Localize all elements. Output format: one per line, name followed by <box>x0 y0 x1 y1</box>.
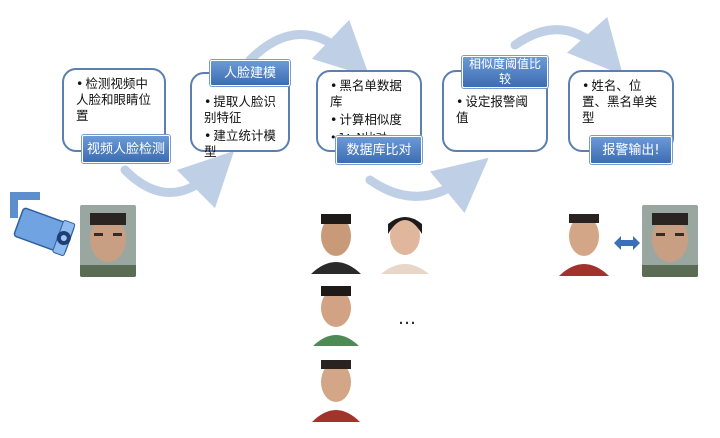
step-2-tab: 人脸建模 <box>210 60 290 86</box>
blacklist-face-4 <box>309 352 363 422</box>
step-3-bullet-2: 计算相似度 <box>330 112 412 128</box>
face-detected-image <box>80 205 136 277</box>
camera-icon <box>10 192 76 256</box>
arrow-4-to-5 <box>510 16 623 76</box>
step-2-bullet-2: 建立统计模型 <box>204 128 280 160</box>
step-1-card: 检测视频中人脸和眼睛位置 <box>62 68 166 152</box>
matched-face-image <box>556 206 612 276</box>
more-faces-ellipsis: … <box>398 308 418 329</box>
step-2-bullet-1: 提取人脸识别特征 <box>204 94 280 126</box>
arrow-3-to-4 <box>365 157 489 214</box>
step-3-bullet-1: 黑名单数据库 <box>330 78 412 110</box>
blacklist-face-3 <box>309 280 363 346</box>
step-5-bullet-1: 姓名、位置、黑名单类型 <box>582 78 664 126</box>
blacklist-face-2 <box>377 206 433 274</box>
step-1-bullet-1: 检测视频中人脸和眼睛位置 <box>76 76 156 124</box>
match-double-arrow-icon <box>614 236 640 250</box>
step-4-bullet-1: 设定报警阈值 <box>456 94 538 126</box>
captured-face-image <box>642 205 698 277</box>
step-5-tab: 报警输出! <box>590 136 672 164</box>
step-4-tab: 相似度阈值比较 <box>462 56 548 88</box>
step-3-tab: 数据库比对 <box>336 136 422 164</box>
arrow-2-to-3 <box>245 19 370 77</box>
step-1-tab: 视频人脸检测 <box>82 135 170 163</box>
blacklist-face-1 <box>309 206 363 274</box>
arrow-1-to-2 <box>120 150 235 209</box>
